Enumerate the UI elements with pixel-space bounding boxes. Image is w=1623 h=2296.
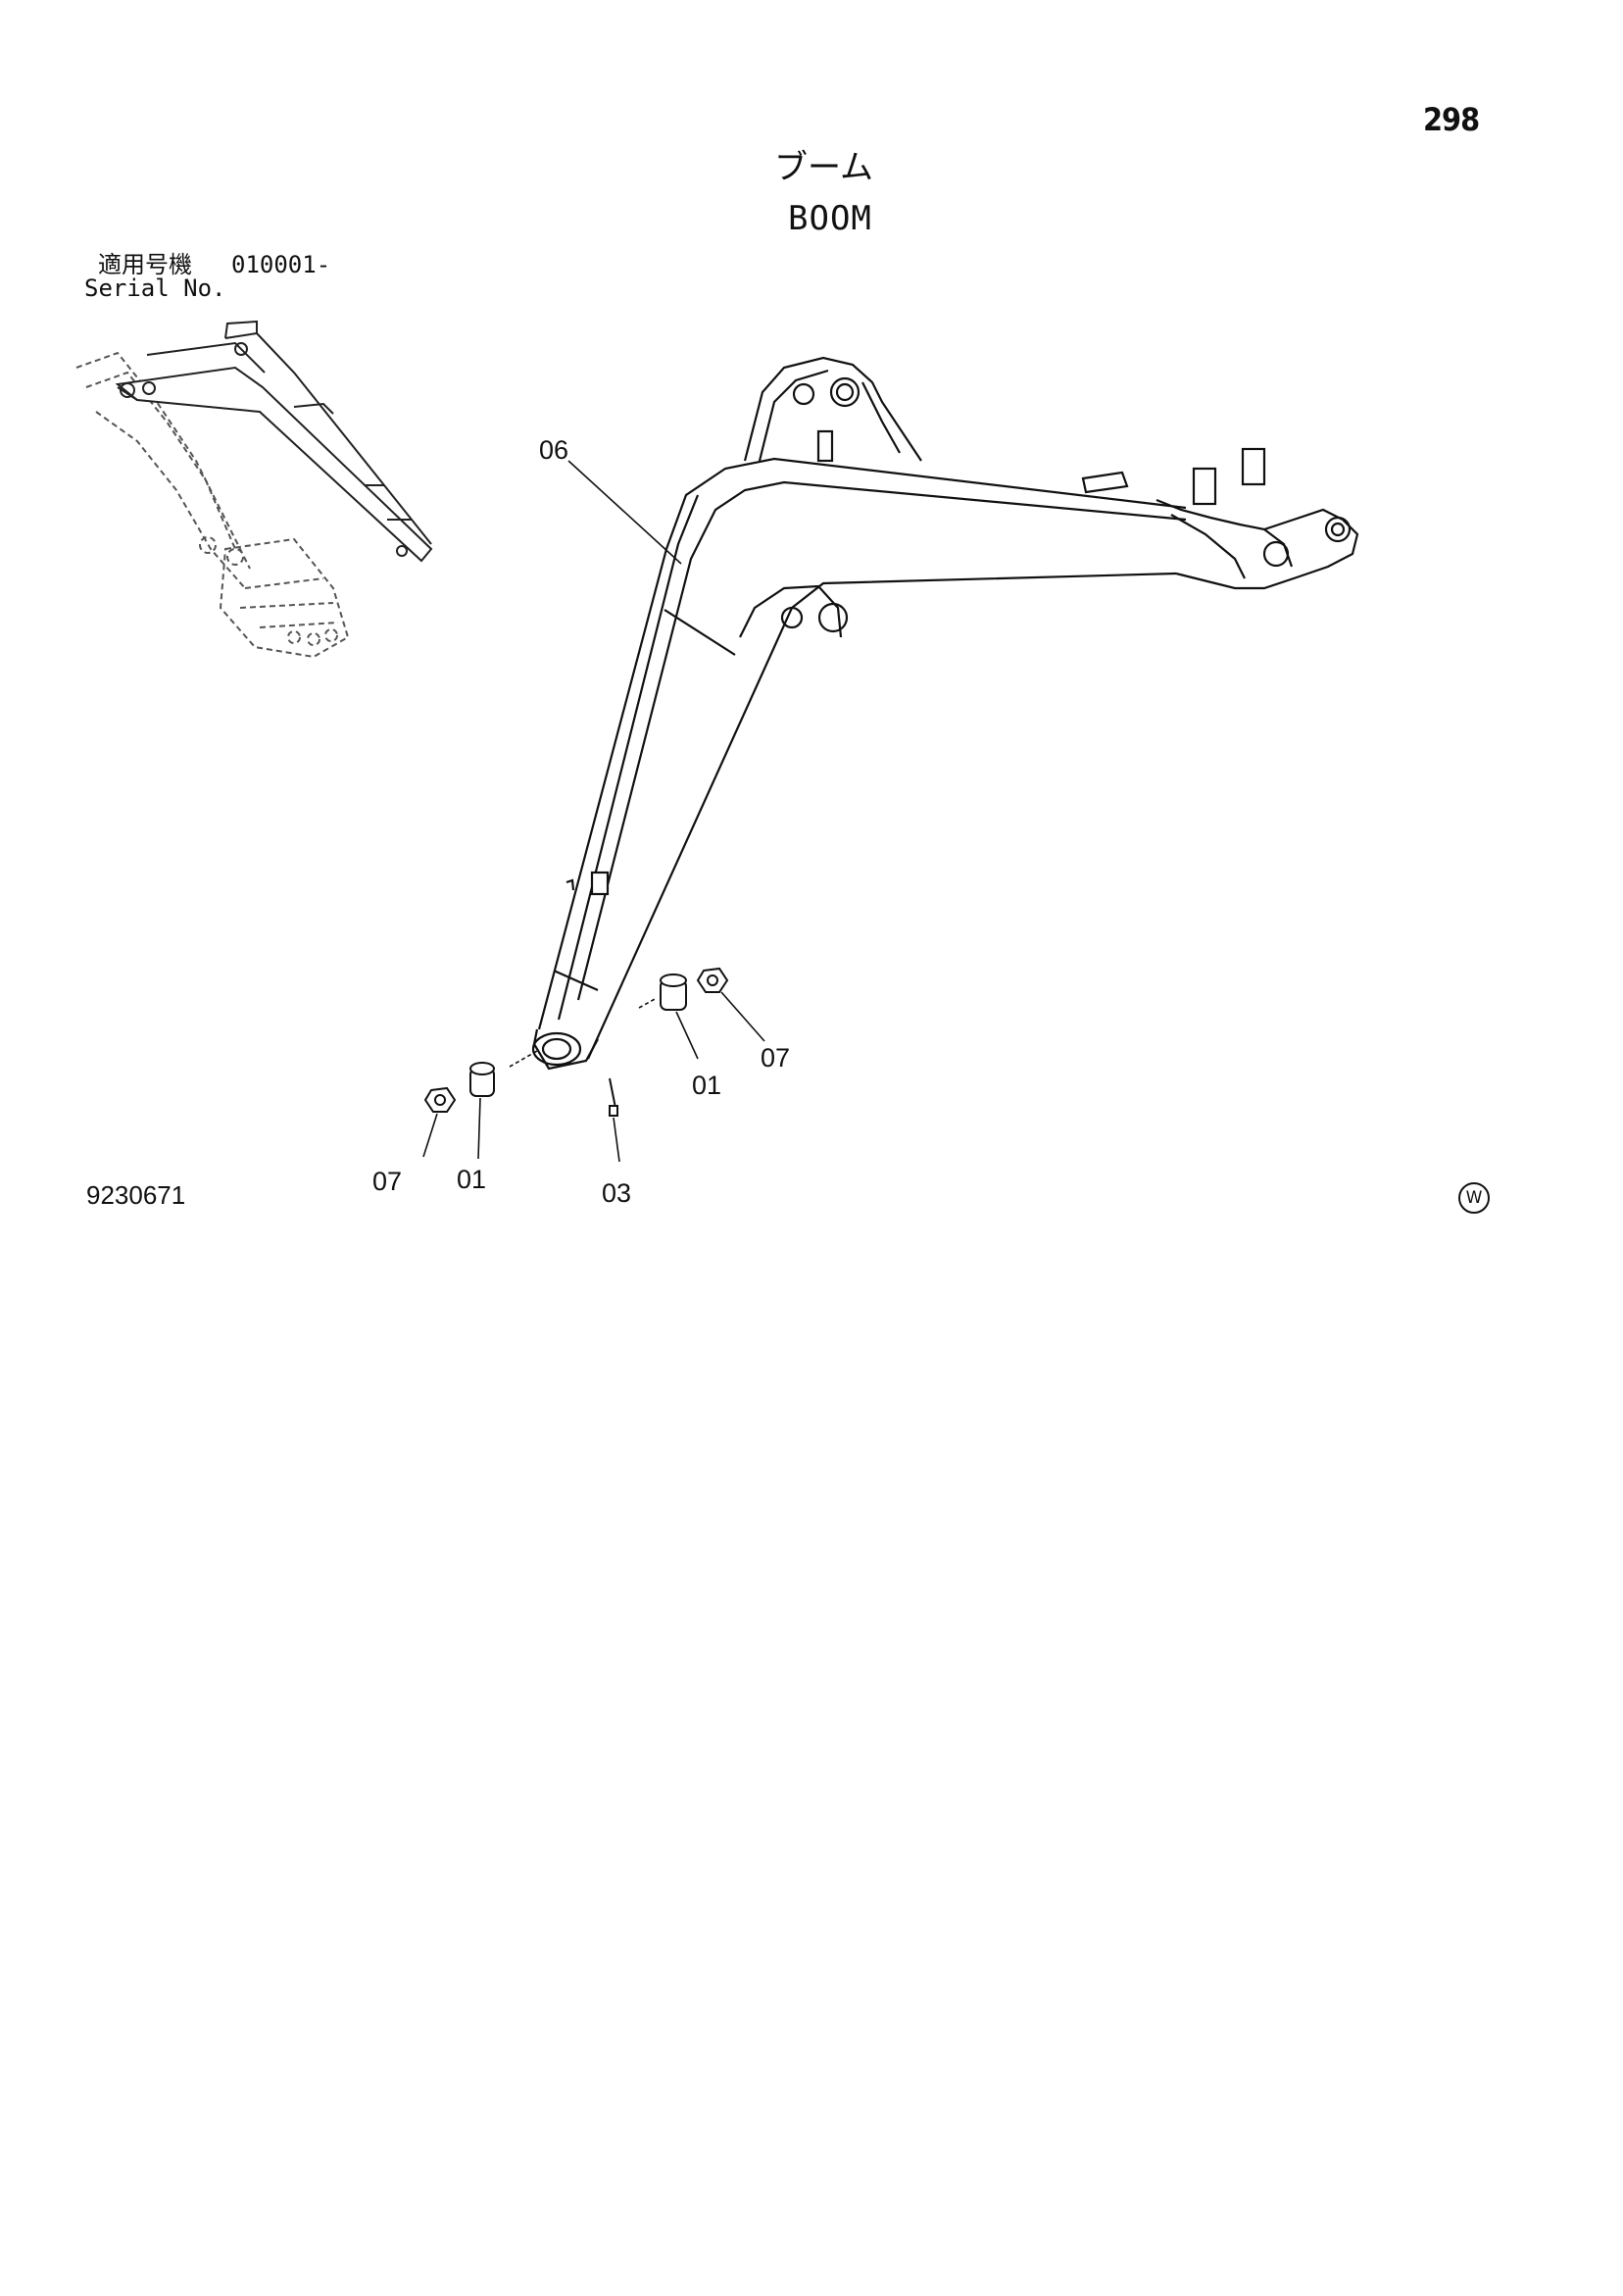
circled-mark: W xyxy=(1458,1182,1490,1214)
callout-01-right: 01 xyxy=(692,1071,722,1100)
page-title-english: BOOM xyxy=(788,199,872,238)
callout-07-right: 07 xyxy=(761,1043,791,1073)
page-title-japanese: ブーム xyxy=(774,148,873,187)
grease-fitting xyxy=(609,1105,618,1117)
boom-parts xyxy=(423,967,729,1117)
callout-03: 03 xyxy=(602,1178,632,1208)
callout-06: 06 xyxy=(539,435,569,465)
drawing-number: 9230671 xyxy=(86,1180,186,1210)
leader-lines xyxy=(422,460,765,1163)
callout-01-left: 01 xyxy=(457,1165,487,1194)
boom-main xyxy=(531,356,1359,1071)
thumbnail-excavator xyxy=(75,320,433,659)
serial-label-english: Serial No. xyxy=(84,275,226,302)
serial-code: 010001- xyxy=(231,251,331,278)
page-number: 298 xyxy=(1423,101,1480,138)
serial-label-japanese: 適用号機 xyxy=(98,251,192,278)
callout-07-left: 07 xyxy=(372,1167,403,1196)
